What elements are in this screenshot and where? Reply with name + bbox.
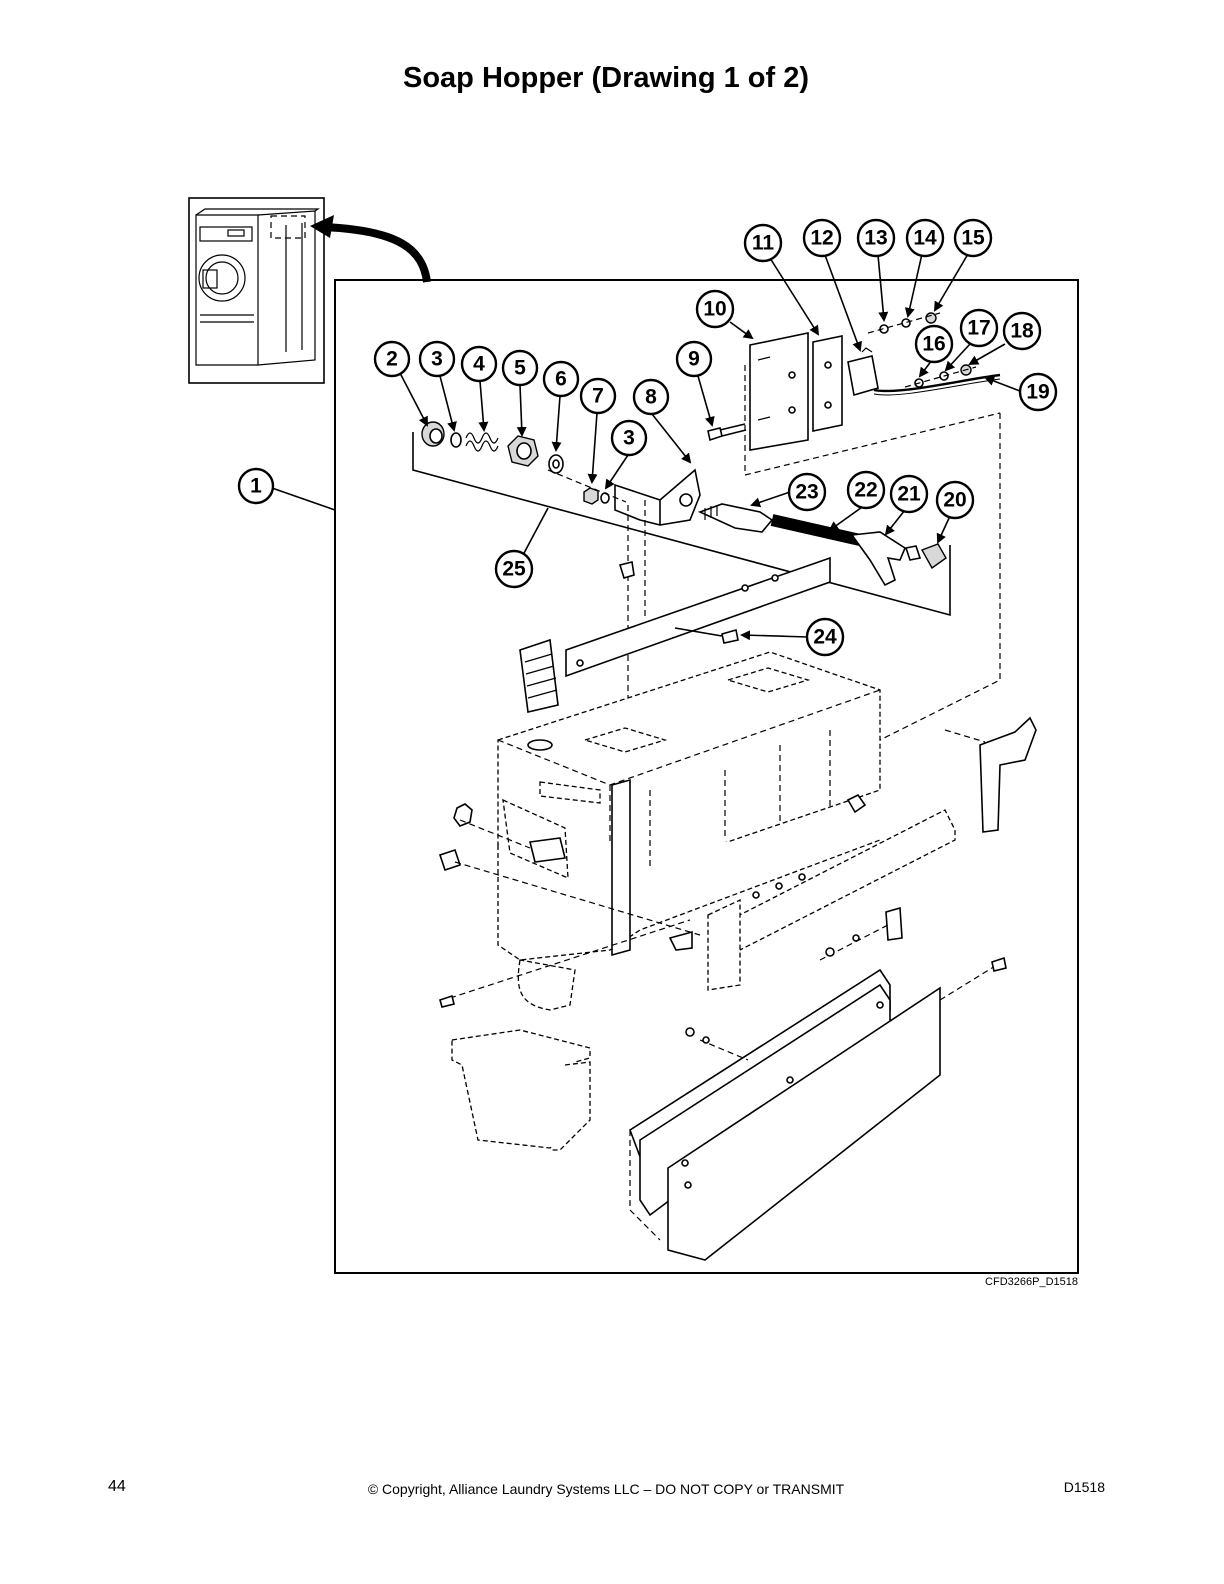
svg-text:16: 16 [922, 333, 945, 356]
callout-24: 24 [805, 617, 845, 657]
screw-part [707, 423, 747, 442]
leader-lines [271, 253, 1021, 641]
machine-locator-thumbnail [188, 197, 431, 384]
svg-text:17: 17 [967, 317, 990, 340]
svg-text:22: 22 [854, 479, 877, 502]
callout-5: 5 [501, 349, 539, 387]
callout-17: 17 [959, 308, 999, 348]
callout-1: 1 [237, 467, 275, 505]
svg-text:25: 25 [502, 558, 526, 581]
callout-20: 20 [935, 480, 975, 520]
callout-18: 18 [1002, 311, 1042, 351]
svg-text:6: 6 [555, 368, 567, 391]
svg-text:23: 23 [795, 481, 818, 504]
callout-9: 9 [675, 340, 713, 378]
svg-text:8: 8 [645, 386, 657, 409]
callout-23: 23 [787, 472, 827, 512]
svg-text:21: 21 [897, 483, 921, 506]
svg-text:5: 5 [514, 357, 526, 380]
callout-2: 2 [373, 340, 411, 378]
svg-text:1: 1 [250, 475, 262, 498]
callout-16: 16 [914, 324, 954, 364]
svg-text:15: 15 [961, 227, 985, 250]
mounting-plate [749, 332, 809, 451]
callout-7: 7 [579, 377, 617, 415]
svg-text:14: 14 [913, 227, 937, 250]
shaft-assembly [697, 503, 947, 587]
svg-text:18: 18 [1010, 320, 1034, 343]
drawing-frame [334, 279, 1079, 1274]
svg-text:3: 3 [623, 427, 635, 450]
svg-text:19: 19 [1026, 381, 1049, 404]
callout-14: 14 [905, 218, 945, 258]
svg-text:9: 9 [688, 348, 700, 371]
svg-text:20: 20 [943, 489, 966, 512]
callout-4: 4 [460, 345, 498, 383]
dispenser-housing [497, 638, 881, 1011]
page-number: 44 [108, 1478, 126, 1495]
callout-12: 12 [802, 218, 842, 258]
document-code: D1518 [1063, 1479, 1105, 1495]
bracket-part [614, 468, 701, 527]
callout-6: 6 [542, 360, 580, 398]
callout-13: 13 [856, 218, 896, 258]
callout-11: 11 [743, 223, 783, 263]
svg-text:11: 11 [752, 232, 775, 255]
top-rail [565, 556, 831, 678]
callout-25: 25 [494, 549, 534, 589]
drawing-id: CFD3266P_D1518 [985, 1276, 1078, 1288]
svg-text:13: 13 [864, 227, 887, 250]
callout-15: 15 [953, 218, 993, 258]
assembly-bracket [412, 432, 951, 617]
svg-text:3: 3 [431, 348, 443, 371]
front-covers [629, 809, 956, 1261]
page-title: Soap Hopper (Drawing 1 of 2) [402, 62, 810, 94]
callout-3: 3 [418, 340, 456, 378]
callout-3b: 3 [610, 419, 648, 457]
callout-8: 8 [632, 378, 670, 416]
callout-21: 21 [889, 474, 929, 514]
svg-text:12: 12 [810, 227, 833, 250]
svg-text:2: 2 [386, 348, 398, 371]
svg-text:24: 24 [813, 626, 837, 649]
svg-text:7: 7 [592, 385, 604, 408]
svg-text:4: 4 [473, 353, 485, 376]
svg-text:10: 10 [703, 298, 726, 321]
callout-10: 10 [695, 289, 735, 329]
callout-22: 22 [846, 470, 886, 510]
copyright-notice: © Copyright, Alliance Laundry Systems LL… [367, 1481, 845, 1497]
lever-part [979, 716, 1037, 833]
relay-part [847, 355, 879, 397]
insulator-plate [812, 335, 843, 432]
valve-hardware-stack [421, 421, 610, 505]
callout-19: 19 [1018, 372, 1058, 412]
